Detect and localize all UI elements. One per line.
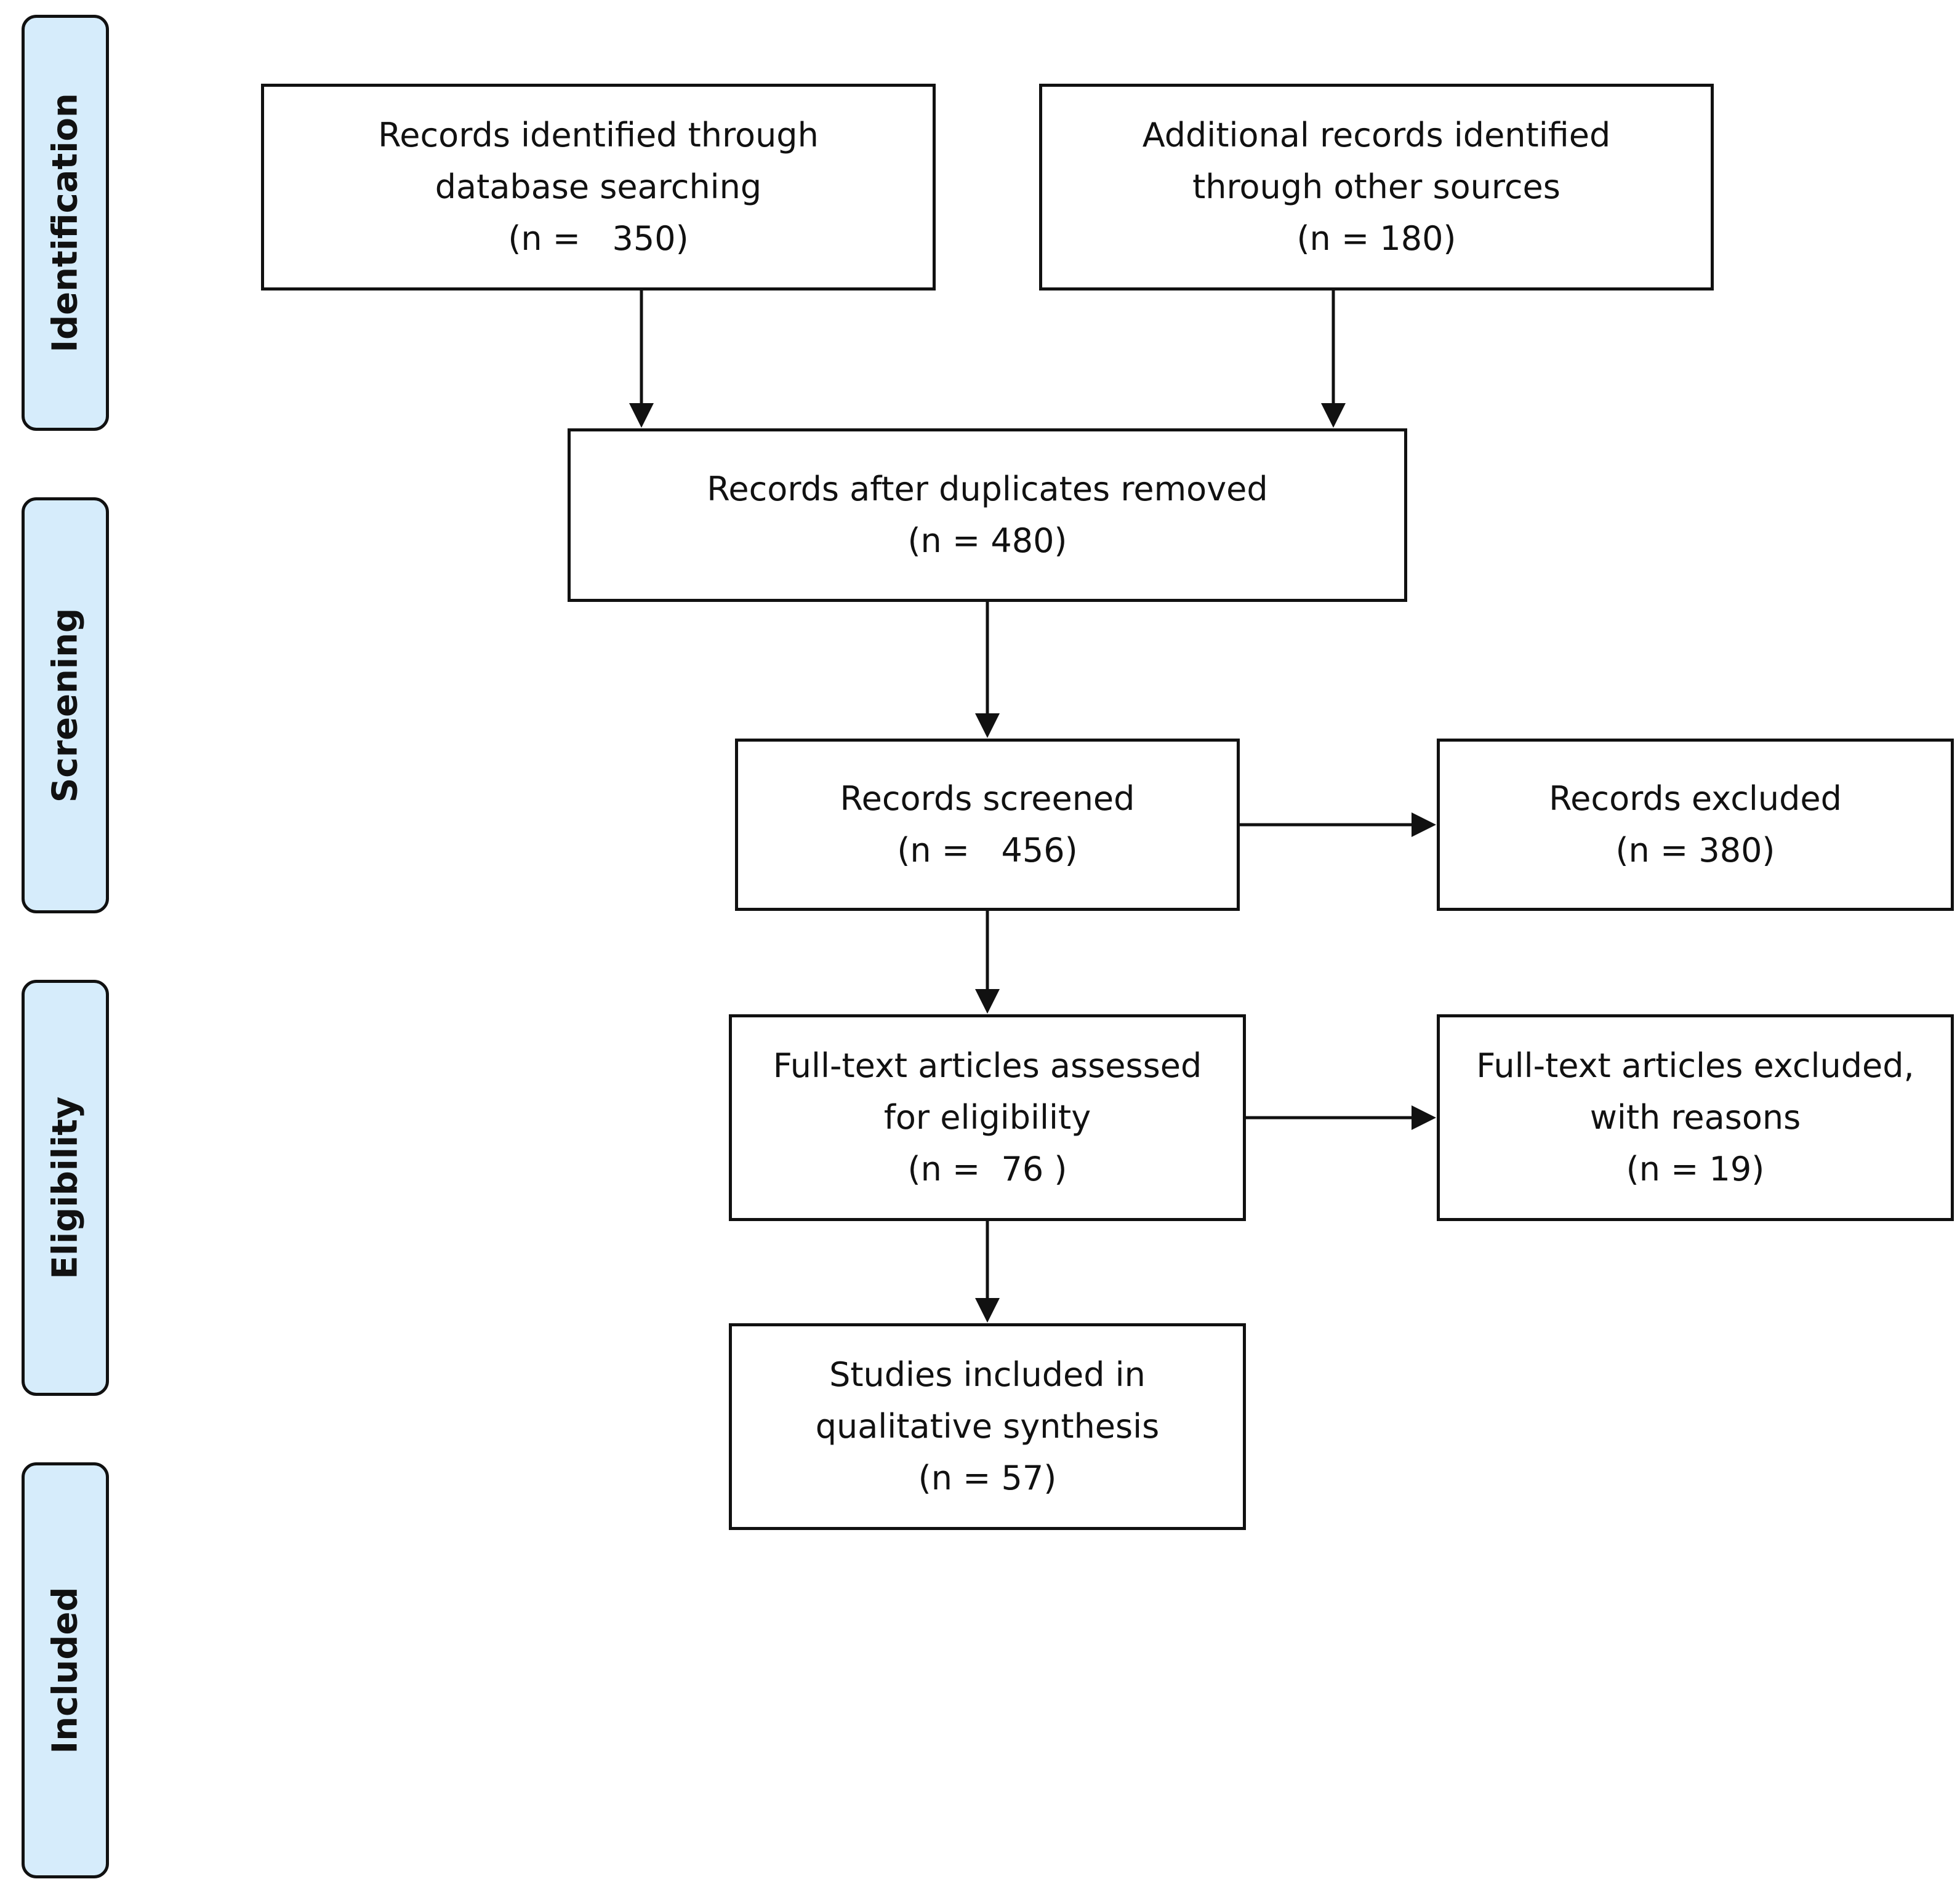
box-records-screened-line-1: Records screened xyxy=(840,779,1135,818)
box-database-search-line-2: database searching xyxy=(435,167,762,206)
box-other-sources-text: Additional records identified through ot… xyxy=(1143,110,1610,265)
box-fulltext-excluded-count: (n = 19) xyxy=(1626,1150,1765,1188)
box-other-sources-line-1: Additional records identified xyxy=(1142,116,1611,154)
box-included-qualitative-text: Studies included in qualitative synthesi… xyxy=(816,1349,1160,1504)
box-fulltext-excluded-line-1: Full-text articles excluded, xyxy=(1476,1046,1914,1085)
stage-tab-identification: Identification xyxy=(22,15,109,431)
box-included-qualitative-line-2: qualitative synthesis xyxy=(815,1407,1160,1446)
box-after-duplicates: Records after duplicates removed (n = 48… xyxy=(568,428,1407,602)
stage-tab-eligibility: Eligibility xyxy=(22,980,109,1396)
box-other-sources: Additional records identified through ot… xyxy=(1039,84,1714,290)
box-records-excluded-line-1: Records excluded xyxy=(1549,779,1842,818)
box-database-search-line-1: Records identified through xyxy=(378,116,819,154)
box-records-screened: Records screened (n = 456) xyxy=(735,739,1240,911)
box-fulltext-assessed-line-2: for eligibility xyxy=(883,1098,1091,1137)
box-fulltext-assessed-count: (n = 76 ) xyxy=(907,1150,1067,1188)
box-records-screened-count: (n = 456) xyxy=(897,831,1078,870)
box-fulltext-excluded-line-2: with reasons xyxy=(1589,1098,1801,1137)
box-fulltext-assessed-text: Full-text articles assessed for eligibil… xyxy=(773,1040,1202,1195)
box-other-sources-count: (n = 180) xyxy=(1296,219,1456,258)
box-fulltext-assessed-line-1: Full-text articles assessed xyxy=(773,1046,1202,1085)
stage-tab-included: Included xyxy=(22,1462,109,1878)
box-records-excluded: Records excluded (n = 380) xyxy=(1437,739,1954,911)
box-records-excluded-text: Records excluded (n = 380) xyxy=(1549,773,1842,876)
box-after-duplicates-count: (n = 480) xyxy=(907,521,1067,560)
box-fulltext-excluded-text: Full-text articles excluded, with reason… xyxy=(1476,1040,1914,1195)
box-after-duplicates-line-1: Records after duplicates removed xyxy=(707,470,1268,508)
box-database-search: Records identified through database sear… xyxy=(261,84,936,290)
box-included-qualitative: Studies included in qualitative synthesi… xyxy=(729,1323,1246,1530)
stage-tab-screening: Screening xyxy=(22,497,109,913)
box-database-search-count: (n = 350) xyxy=(508,219,689,258)
box-fulltext-excluded: Full-text articles excluded, with reason… xyxy=(1437,1014,1954,1221)
box-after-duplicates-text: Records after duplicates removed (n = 48… xyxy=(707,463,1267,567)
box-included-qualitative-line-1: Studies included in xyxy=(829,1355,1146,1394)
box-database-search-text: Records identified through database sear… xyxy=(378,110,819,265)
box-records-screened-text: Records screened (n = 456) xyxy=(840,773,1135,876)
box-other-sources-line-2: through other sources xyxy=(1192,167,1560,206)
box-records-excluded-count: (n = 380) xyxy=(1615,831,1775,870)
box-included-qualitative-count: (n = 57) xyxy=(918,1459,1057,1497)
box-fulltext-assessed: Full-text articles assessed for eligibil… xyxy=(729,1014,1246,1221)
